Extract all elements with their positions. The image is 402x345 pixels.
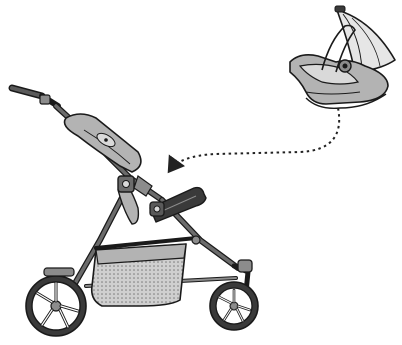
- stroller-seat-back: [65, 114, 141, 172]
- infant-car-seat-icon: [290, 6, 395, 108]
- stroller-basket: [92, 244, 186, 306]
- stroller-icon: [12, 88, 258, 336]
- front-wheel: [210, 282, 258, 330]
- dotted-arrow-icon: [170, 108, 339, 170]
- stroller-handlebar: [12, 88, 58, 106]
